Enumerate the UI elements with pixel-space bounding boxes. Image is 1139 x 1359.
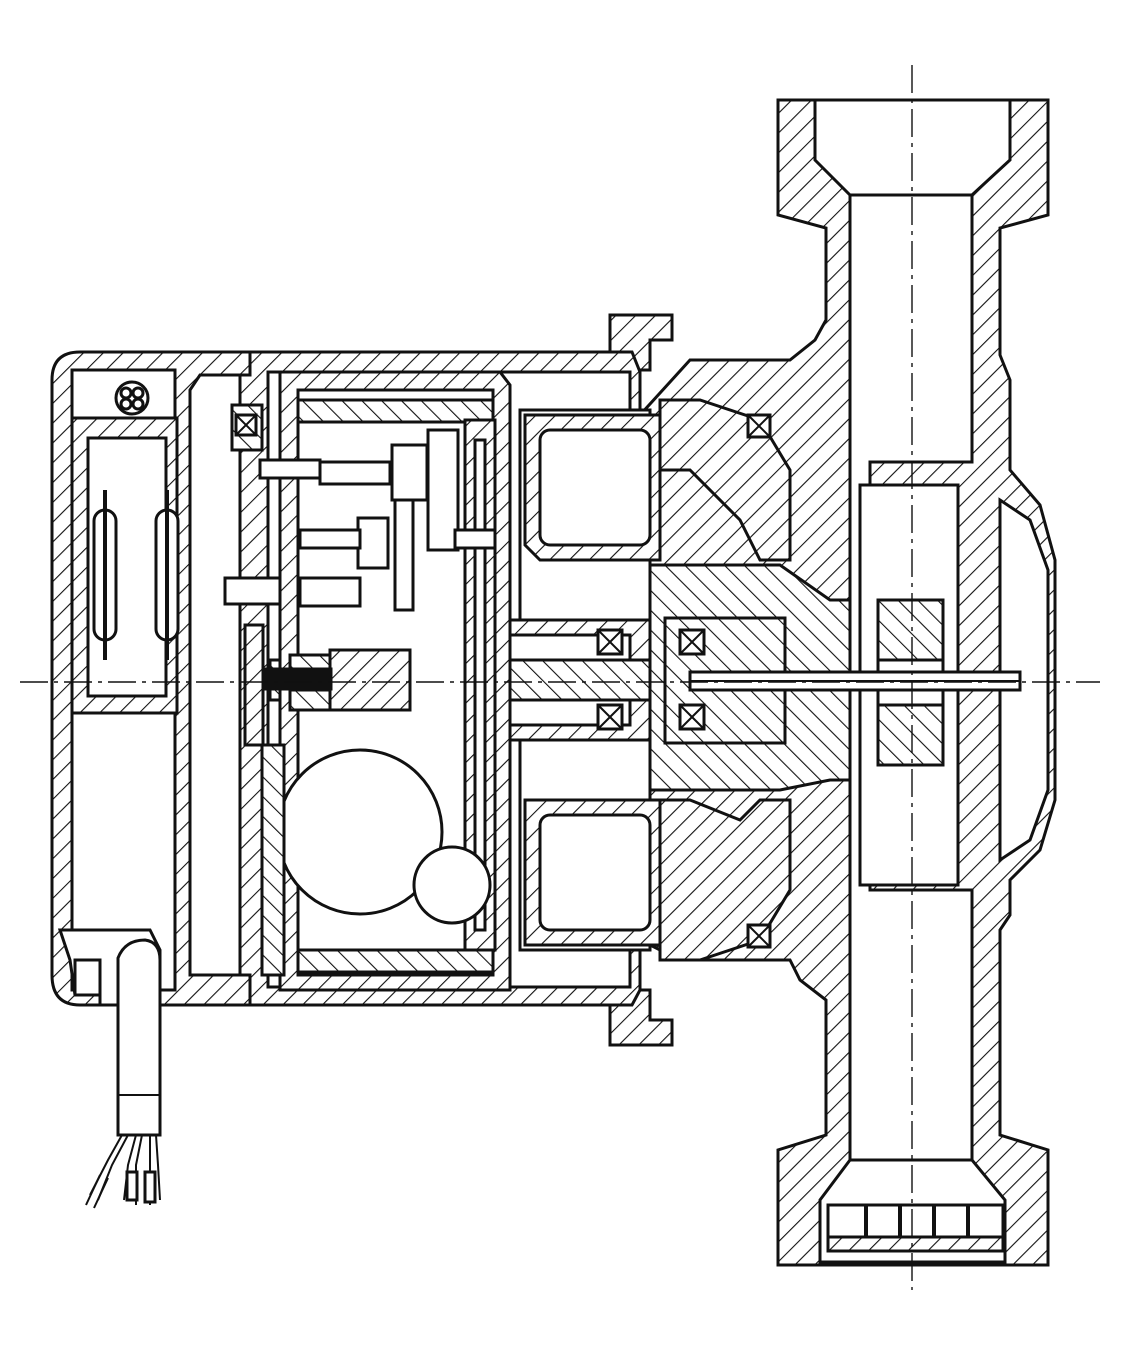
reed-switch-right — [154, 490, 180, 660]
gear-5 — [223, 576, 282, 606]
o-ring-lower — [746, 923, 772, 949]
reed-switch-left — [92, 490, 118, 660]
terminal-screw — [114, 380, 150, 416]
gear-spindle — [328, 648, 412, 712]
rotor-can-lower — [658, 798, 792, 962]
terminal-box — [50, 350, 252, 1007]
impeller-lower — [876, 703, 945, 767]
strainer — [826, 1203, 1005, 1253]
power-cable — [85, 938, 162, 1209]
o-ring-upper — [746, 413, 772, 439]
volute — [998, 497, 1050, 863]
gear-plate-bottom — [296, 948, 495, 974]
impeller-upper — [876, 598, 945, 662]
gear-1 — [390, 443, 429, 502]
wire-ferrule-2 — [143, 1170, 157, 1204]
gear-bracket — [243, 623, 265, 747]
gear-2 — [356, 516, 390, 570]
gear-3 — [426, 428, 460, 552]
gearbox — [223, 370, 512, 992]
capacitor-holder — [260, 743, 286, 977]
wire-ferrule-1 — [125, 1170, 139, 1202]
gear-plate-top — [296, 398, 495, 424]
bearing-left — [596, 628, 624, 731]
gear-4 — [298, 576, 362, 608]
rotor-can-upper — [658, 398, 792, 562]
inlet-socket — [813, 98, 1012, 197]
capacitor-small — [412, 845, 492, 925]
